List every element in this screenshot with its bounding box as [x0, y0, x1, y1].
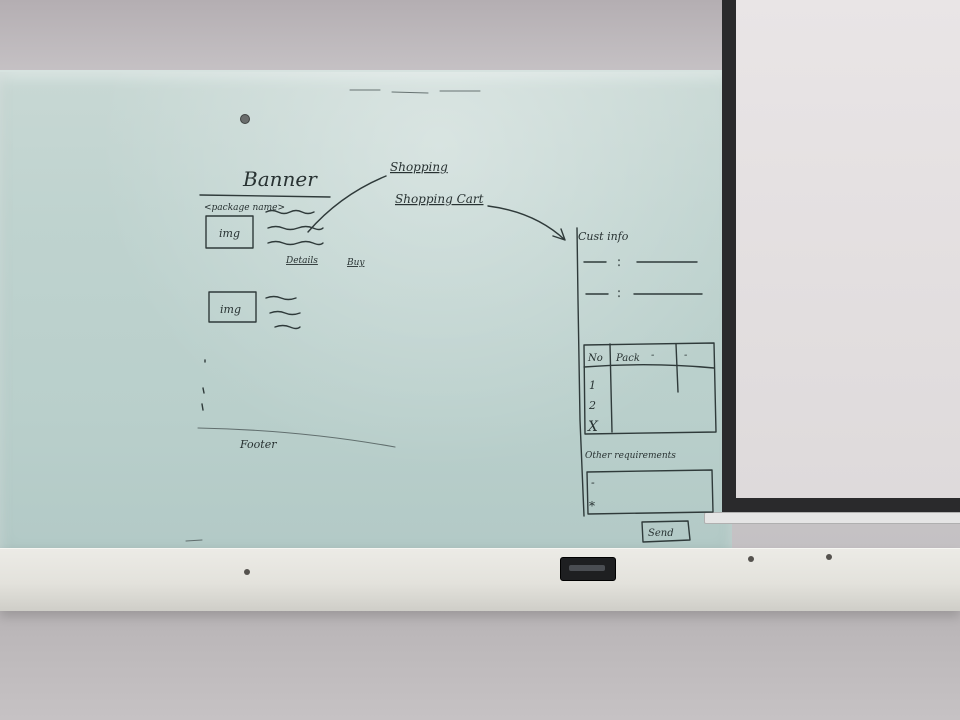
send-button-outline — [641, 520, 691, 543]
projector-screen-bottom-bar — [704, 512, 960, 524]
text-squiggle — [269, 310, 301, 316]
requirements-bullet-2: * — [589, 499, 595, 513]
cart-table-column-divider — [609, 343, 613, 433]
tray-bolt — [826, 554, 832, 560]
footer-divider — [197, 427, 396, 448]
text-squiggle — [274, 324, 301, 330]
customer-field-2 — [585, 290, 703, 298]
cart-table-header-line — [583, 364, 715, 369]
img-label-1: img — [219, 227, 240, 240]
continuation-dots — [201, 359, 206, 411]
customer-field-1 — [583, 259, 698, 267]
requirements-textarea — [586, 469, 714, 515]
tray-bolt — [748, 556, 754, 562]
table-row-remove: X — [587, 419, 599, 435]
stray-mark — [185, 539, 203, 542]
text-squiggle — [267, 240, 324, 246]
table-header-no: No — [587, 353, 603, 364]
send-button-text: Send — [648, 528, 674, 539]
marker-tray — [0, 548, 960, 611]
image-placeholder-2 — [208, 291, 257, 323]
image-placeholder-1 — [205, 215, 254, 249]
cart-table: No Pack - - 1 2 X — [583, 342, 717, 435]
shopping-cart-text: Shopping Cart — [395, 192, 484, 206]
whiteboard — [0, 70, 732, 562]
table-header-extra-2: - — [684, 350, 688, 361]
buy-link: Buy — [346, 258, 365, 268]
shopping-text: Shopping — [390, 160, 448, 174]
projector-screen — [722, 0, 960, 512]
banner-text: Banner — [242, 167, 318, 191]
projector-screen-surface — [736, 0, 960, 498]
whiteboard-eraser[interactable] — [560, 557, 616, 581]
requirements-bullet-1: - — [591, 476, 595, 489]
checkout-page-border — [576, 227, 585, 517]
table-header-extra-1: - — [651, 350, 655, 361]
package-name-text: <package name> — [204, 203, 285, 213]
cart-table-column-divider — [675, 343, 679, 393]
footer-text: Footer — [239, 438, 277, 451]
table-row-2: 2 — [588, 399, 596, 412]
details-link: Details — [285, 256, 318, 266]
other-requirements-text: Other requirements — [585, 451, 676, 461]
text-squiggle — [265, 295, 297, 301]
cart-to-checkout-arrow — [487, 205, 566, 241]
tray-bolt — [244, 569, 250, 575]
cust-info-text: Cust info — [578, 230, 629, 243]
banner-divider — [199, 194, 331, 198]
buy-to-shopping-arrow — [307, 175, 387, 233]
table-header-pack: Pack — [615, 353, 640, 364]
eraser-label — [569, 565, 605, 571]
img-label-2: img — [220, 303, 241, 316]
text-squiggle — [265, 209, 315, 215]
cart-table-frame — [583, 342, 717, 435]
wall-lower — [0, 610, 960, 720]
whiteboard-glare — [0, 72, 732, 562]
table-row-1: 1 — [589, 379, 596, 392]
text-squiggle — [267, 225, 324, 231]
ghost-mark — [349, 89, 481, 94]
mount-screw — [240, 114, 250, 124]
